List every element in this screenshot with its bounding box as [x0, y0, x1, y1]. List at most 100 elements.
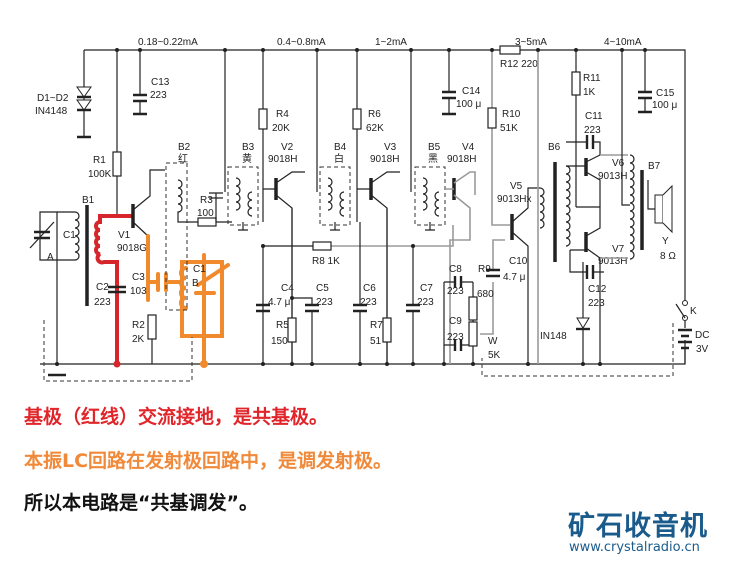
- svg-text:C15: C15: [656, 88, 675, 99]
- svg-text:3V: 3V: [696, 344, 709, 355]
- svg-text:5K: 5K: [488, 350, 501, 361]
- driver-transformer-b6: B6: [539, 142, 571, 262]
- resistor-r1: R1 100K: [88, 50, 122, 216]
- svg-text:223: 223: [447, 332, 464, 343]
- site-url: www.crystalradio.cn: [569, 540, 700, 555]
- current-label: 3~5mA: [515, 37, 547, 48]
- svg-text:100K: 100K: [88, 169, 112, 180]
- if-transformer-b4: B4 白: [316, 50, 351, 231]
- svg-text:C11: C11: [585, 111, 603, 122]
- oscillator-lc-tank: C3 103 C1 B: [130, 234, 230, 368]
- svg-text:223: 223: [360, 297, 377, 308]
- svg-text:W: W: [488, 336, 498, 347]
- svg-text:100: 100: [197, 208, 214, 219]
- svg-text:R7: R7: [370, 320, 383, 331]
- svg-text:R10: R10: [502, 109, 521, 120]
- capacitor-c13: C13 223: [133, 50, 170, 116]
- svg-text:C14: C14: [462, 86, 481, 97]
- svg-text:100 μ: 100 μ: [456, 99, 481, 110]
- svg-text:黑: 黑: [428, 153, 438, 165]
- svg-text:B4: B4: [334, 142, 347, 153]
- diodes-d1-d2: D1~D2 IN4148: [35, 50, 92, 139]
- svg-text:R3: R3: [200, 195, 213, 206]
- resistor-r11: R11 1K: [571, 50, 601, 207]
- svg-text:R9: R9: [478, 264, 491, 275]
- svg-text:8 Ω: 8 Ω: [660, 251, 676, 262]
- svg-text:9013Hx: 9013Hx: [497, 194, 531, 205]
- osc-coil-b2: B2 红: [177, 142, 198, 223]
- current-label: 0.4~0.8mA: [277, 37, 326, 48]
- svg-text:C5: C5: [316, 283, 329, 294]
- svg-text:B3: B3: [242, 142, 255, 153]
- svg-text:680: 680: [477, 289, 494, 300]
- power-switch-k[interactable]: K: [675, 300, 697, 329]
- svg-text:R5: R5: [276, 320, 289, 331]
- caption-emitter-tuned: 本振LC回路在发射极回路中，是调发射极。: [24, 450, 393, 472]
- capacitor-c11: C11 223: [566, 111, 603, 155]
- svg-text:B5: B5: [428, 142, 441, 153]
- resistor-r6: R6 62K: [352, 50, 384, 222]
- gang-link: [43, 320, 193, 382]
- transistor-v6: V6 9013H: [566, 154, 627, 207]
- svg-text:V6: V6: [612, 158, 625, 169]
- junction-dots: [55, 48, 647, 368]
- site-logo: 矿石收音机: [568, 511, 708, 542]
- svg-text:223: 223: [417, 297, 434, 308]
- svg-text:V2: V2: [281, 142, 294, 153]
- speaker-y: Y 8 Ω: [647, 180, 676, 262]
- transistor-v1: V1 9018G: [117, 169, 165, 254]
- svg-text:51K: 51K: [500, 123, 518, 134]
- current-label: 4~10mA: [604, 37, 642, 48]
- svg-text:V4: V4: [462, 142, 475, 153]
- capacitor-c6: C6 223: [353, 222, 377, 364]
- b2-shield: [165, 162, 188, 311]
- svg-text:V1: V1: [118, 230, 131, 241]
- svg-text:黄: 黄: [242, 152, 252, 165]
- detector-filter: C8 223 R9 680 C9 223 W 5K: [443, 264, 501, 364]
- if-transformer-b5: B5 黑: [410, 50, 446, 231]
- svg-text:C2: C2: [96, 282, 109, 293]
- svg-text:V7: V7: [612, 244, 625, 255]
- svg-text:223: 223: [94, 297, 111, 308]
- svg-text:9018H: 9018H: [268, 154, 297, 165]
- resistor-r4: R4 20K: [258, 50, 290, 222]
- svg-text:9018G: 9018G: [117, 243, 147, 254]
- svg-text:V3: V3: [384, 142, 397, 153]
- svg-text:V5: V5: [510, 181, 523, 192]
- svg-text:C9: C9: [449, 316, 462, 327]
- svg-text:B1: B1: [82, 195, 95, 206]
- svg-text:C4: C4: [281, 283, 294, 294]
- svg-text:C8: C8: [449, 264, 462, 275]
- current-labels: 0.18~0.22mA 0.4~0.8mA 1~2mA 3~5mA 4~10mA: [138, 37, 642, 48]
- antenna-coil-b1: B1 C1 A: [29, 195, 95, 364]
- svg-text:9018H: 9018H: [370, 154, 399, 165]
- resistor-r2: R2 2K: [132, 314, 157, 364]
- svg-text:R4: R4: [276, 109, 289, 120]
- svg-text:62K: 62K: [366, 123, 384, 134]
- svg-text:IN4148: IN4148: [35, 106, 68, 117]
- capacitor-c4: C4 4.7 μ: [256, 283, 294, 313]
- svg-text:B6: B6: [548, 142, 561, 153]
- svg-text:R11: R11: [583, 73, 601, 84]
- svg-text:C7: C7: [420, 283, 433, 294]
- capacitor-c10: C10 4.7 μ: [486, 239, 528, 283]
- caption-conclusion: 所以本电路是“共基调发”。: [24, 492, 258, 514]
- resistor-r3: R3 100: [197, 192, 232, 227]
- svg-text:C13: C13: [151, 77, 170, 88]
- svg-text:K: K: [690, 306, 697, 317]
- capacitor-c14: C14 100 μ: [442, 50, 481, 116]
- svg-text:C10: C10: [509, 256, 528, 267]
- svg-text:223: 223: [316, 297, 333, 308]
- svg-text:100 μ: 100 μ: [652, 100, 677, 111]
- svg-text:C1: C1: [193, 264, 206, 275]
- capacitor-c7: C7 223: [406, 246, 434, 364]
- resistor-r8: R8 1K: [262, 225, 454, 364]
- svg-text:B7: B7: [648, 161, 661, 172]
- svg-text:R2: R2: [132, 320, 145, 331]
- emitter-wires: [291, 208, 388, 364]
- svg-text:B2: B2: [178, 142, 191, 153]
- svg-text:C1: C1: [63, 230, 76, 241]
- capacitor-c15: C15 100 μ: [638, 50, 677, 114]
- transistor-v5: V5 9013Hx: [497, 50, 540, 364]
- svg-text:51: 51: [370, 336, 382, 347]
